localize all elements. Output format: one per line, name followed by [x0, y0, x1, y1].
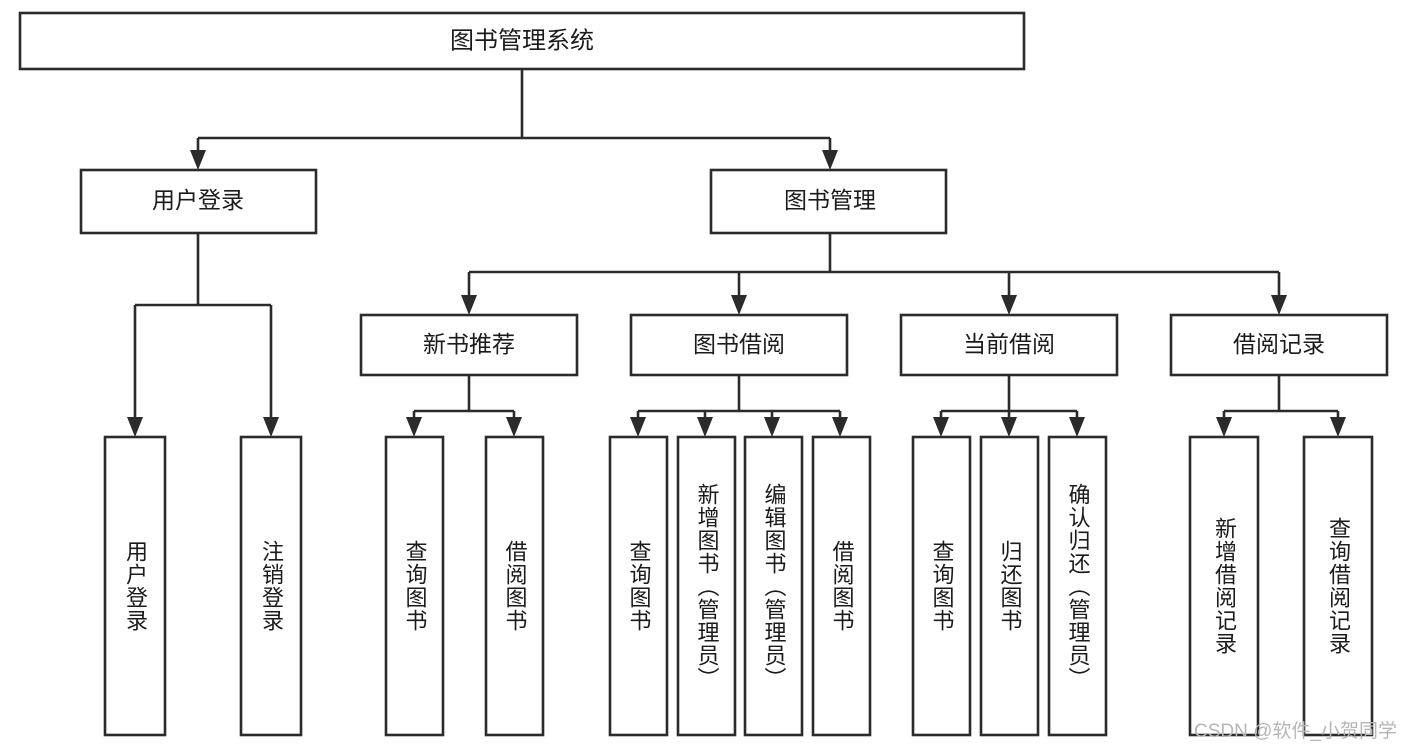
edges-layer: [127, 69, 1346, 437]
node-new-book-recommend[interactable]: 新书推荐: [359, 313, 579, 377]
leaf-box-br-add-record[interactable]: [1188, 435, 1260, 737]
arrow-to-leaf-logout: [263, 417, 279, 437]
arrow-bb-leaf-1: [630, 417, 646, 437]
node-book-management-rect[interactable]: [709, 168, 948, 235]
node-user-login[interactable]: 用户登录: [79, 168, 318, 235]
node-user-login-label: 用户登录: [152, 187, 244, 213]
leaf-box-cb-return-book[interactable]: [979, 435, 1040, 737]
arrow-nbr-leaf-2: [506, 417, 522, 437]
arrow-to-user-login: [190, 150, 206, 170]
watermark-text: CSDN @软件_小贺同学: [1194, 721, 1397, 742]
leaf-box-bb-borrow-book[interactable]: [811, 435, 872, 737]
node-book-borrow-label: 图书借阅: [693, 331, 785, 357]
node-current-borrow[interactable]: 当前借阅: [899, 313, 1119, 377]
leaf-box-bb-edit-book-admin[interactable]: [743, 435, 804, 737]
leaf-box-user-login[interactable]: [103, 435, 167, 737]
arrow-bb-leaf-3: [764, 417, 780, 437]
leaf-box-logout[interactable]: [239, 435, 303, 737]
leaf-box-cb-query-book[interactable]: [911, 435, 972, 737]
leaf-box-cb-confirm-return-admin[interactable]: [1047, 435, 1108, 737]
node-book-management[interactable]: 图书管理: [709, 168, 948, 235]
arrow-cb-leaf-3: [1069, 417, 1085, 437]
node-book-borrow-rect[interactable]: [629, 313, 849, 377]
arrow-to-new-book-recommend: [461, 295, 477, 315]
arrow-to-book-borrow: [731, 295, 747, 315]
node-current-borrow-rect[interactable]: [899, 313, 1119, 377]
node-book-borrow[interactable]: 图书借阅: [629, 313, 849, 377]
arrow-cb-leaf-1: [933, 417, 949, 437]
arrow-to-book-management: [822, 150, 838, 170]
node-user-login-rect[interactable]: [79, 168, 318, 235]
node-new-book-recommend-label: 新书推荐: [423, 331, 515, 357]
arrow-to-leaf-user-login: [127, 417, 143, 437]
leaf-box-bb-query-book[interactable]: [608, 435, 669, 737]
leaf-box-br-query-record[interactable]: [1302, 435, 1374, 737]
nodes-layer: 图书管理系统 用户登录 图书管理 新书推荐 图书借阅: [18, 11, 1389, 737]
node-new-book-recommend-rect[interactable]: [359, 313, 579, 377]
arrow-to-current-borrow: [1001, 295, 1017, 315]
node-borrow-record-label: 借阅记录: [1233, 331, 1325, 357]
node-current-borrow-label: 当前借阅: [963, 331, 1055, 357]
node-root-label: 图书管理系统: [450, 27, 594, 54]
arrow-nbr-leaf-1: [406, 417, 422, 437]
leaf-box-bb-add-book-admin[interactable]: [676, 435, 737, 737]
arrow-cb-leaf-2: [1001, 417, 1017, 437]
arrow-bb-leaf-2: [697, 417, 713, 437]
node-root-rect[interactable]: [18, 11, 1026, 71]
leaf-box-nbr-query-book[interactable]: [384, 435, 445, 737]
arrow-bb-leaf-4: [832, 417, 848, 437]
arrow-to-borrow-record: [1271, 295, 1287, 315]
node-book-management-label: 图书管理: [784, 187, 876, 213]
node-borrow-record[interactable]: 借阅记录: [1169, 313, 1389, 377]
node-borrow-record-rect[interactable]: [1169, 313, 1389, 377]
arrow-br-leaf-2: [1330, 417, 1346, 437]
arrow-br-leaf-1: [1216, 417, 1232, 437]
leaf-box-nbr-borrow-book[interactable]: [484, 435, 545, 737]
node-root[interactable]: 图书管理系统: [18, 11, 1026, 71]
